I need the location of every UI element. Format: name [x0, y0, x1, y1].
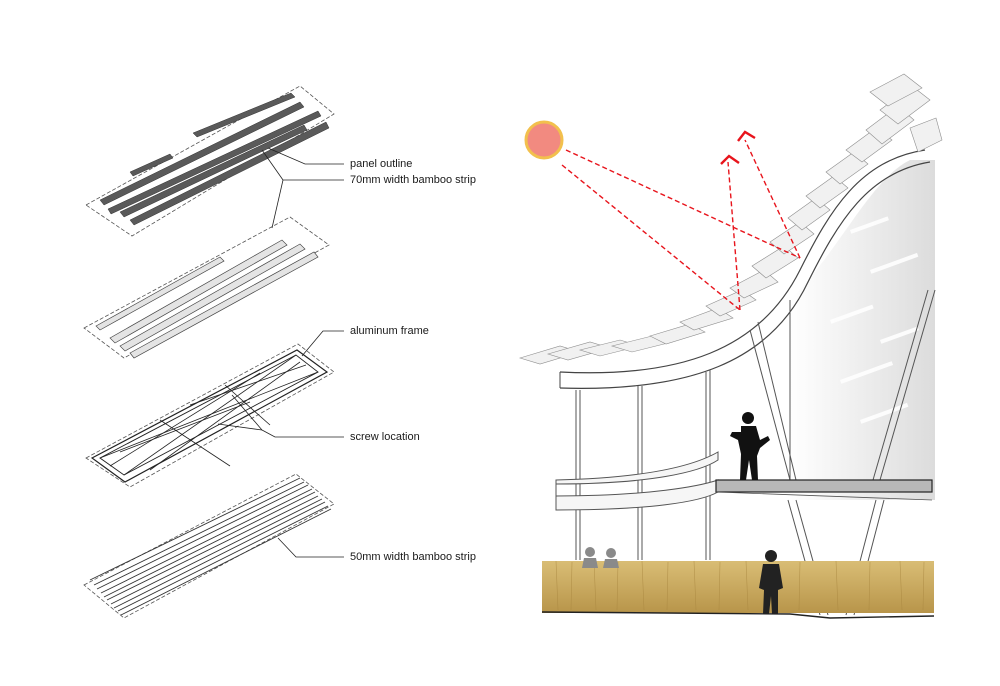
layer-bamboo-50mm: [83, 473, 335, 619]
label-70mm-bamboo-strip: 70mm width bamboo strip: [350, 174, 476, 186]
glass-reflections: [830, 216, 919, 424]
people-background: [582, 547, 619, 568]
grass-texture: [555, 560, 925, 611]
callout-leaders: [217, 147, 344, 558]
grass-field: [542, 561, 934, 613]
label-panel-outline: panel outline: [350, 158, 413, 170]
sun-icon: [524, 120, 564, 160]
bamboo-70mm-strips-top: [99, 92, 330, 226]
building-structure: [575, 289, 936, 616]
label-screw-location: screw location: [350, 431, 420, 443]
label-50mm-bamboo-strip: 50mm width bamboo strip: [350, 551, 476, 563]
layer-aluminum-frame: [85, 343, 335, 488]
layer-panel-outline: [85, 85, 335, 237]
layer-bamboo-70mm: [83, 216, 330, 359]
person-on-ground: [759, 550, 783, 614]
person-on-balcony: [730, 412, 770, 480]
balcony-slab: [555, 451, 933, 511]
sun-rays: [561, 139, 801, 311]
label-aluminum-frame: aluminum frame: [350, 325, 429, 337]
shading-fins: [518, 73, 943, 365]
curved-roof: [559, 149, 931, 389]
floor-slab: [715, 479, 933, 493]
ground-line: [541, 611, 935, 619]
reflected-ray-arrowheads: [720, 130, 756, 165]
